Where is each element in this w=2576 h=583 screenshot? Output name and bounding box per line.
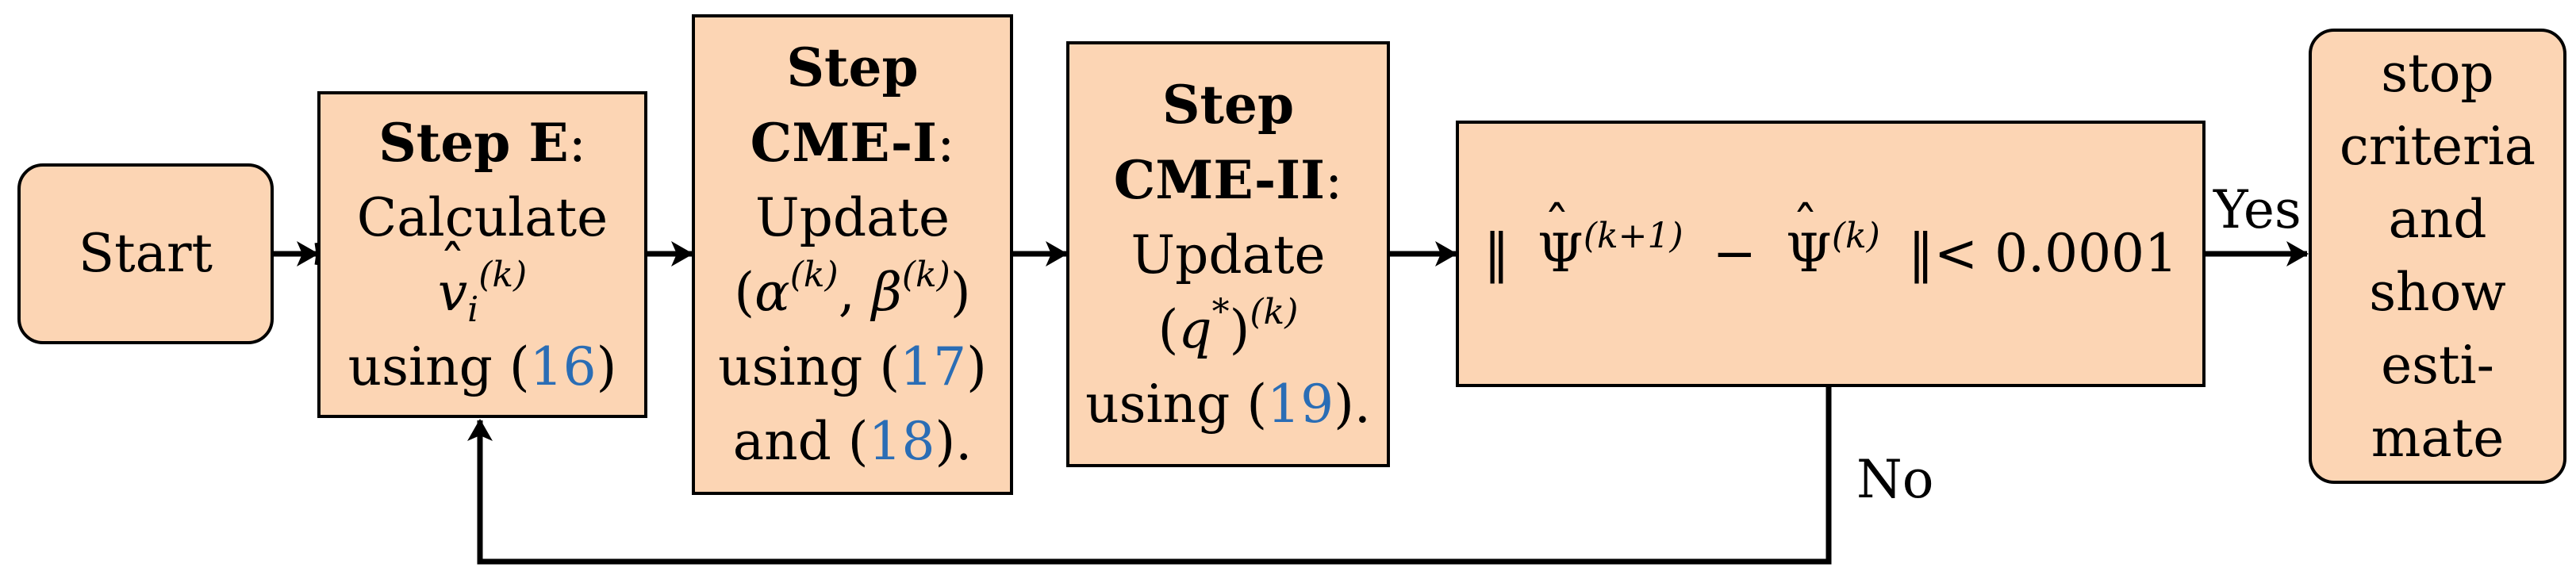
step-cme1-title-1: Step [786, 36, 919, 98]
ref-17-link[interactable]: 17 [900, 336, 967, 397]
start-node: Start [17, 163, 274, 344]
step-cme2-title-1: Step [1161, 73, 1295, 136]
stop-line-2: and [2388, 189, 2487, 250]
step-cme1-using: using (17) [718, 336, 987, 397]
step-cme2-param: (q*)(k) [1157, 291, 1299, 360]
no-label: No [1856, 449, 1934, 510]
step-cme1-and: and (18). [732, 411, 973, 472]
stop-line-1: criteria [2339, 116, 2536, 177]
step-e-line1: Calculate [356, 186, 608, 248]
step-cme2-line1: Update [1131, 224, 1326, 286]
stop-line-3: show [2369, 262, 2506, 323]
step-cme1-node: Step CME-I: Update (α(k), β(k)) using (1… [692, 14, 1013, 495]
stop-node: stop criteria and show esti- mate [2309, 29, 2566, 484]
ref-19-link[interactable]: 19 [1267, 373, 1334, 435]
step-cme1-title-2: CME-I [750, 112, 938, 174]
step-cme1-line1: Update [754, 187, 950, 248]
ref-18-link[interactable]: 18 [868, 411, 935, 472]
start-label: Start [78, 223, 213, 284]
step-e-title: Step E [378, 111, 569, 174]
step-cme2-using: using (19). [1085, 373, 1371, 435]
ref-16-link[interactable]: 16 [529, 336, 597, 397]
arrow-no-feedback [477, 387, 1832, 565]
step-e-using: using (16) [347, 336, 617, 397]
stop-line-4: esti- [2381, 335, 2494, 396]
step-cme2-node: Step CME-II: Update (q*)(k) using (19). [1066, 41, 1390, 467]
stop-line-5: mate [2371, 408, 2505, 469]
step-cme2-title-2: CME-II [1113, 148, 1325, 211]
arrowheads [297, 241, 2309, 441]
stop-line-0: stop [2381, 43, 2494, 104]
step-cme1-params: (α(k), β(k)) [734, 255, 971, 324]
yes-label: Yes [2213, 179, 2302, 240]
